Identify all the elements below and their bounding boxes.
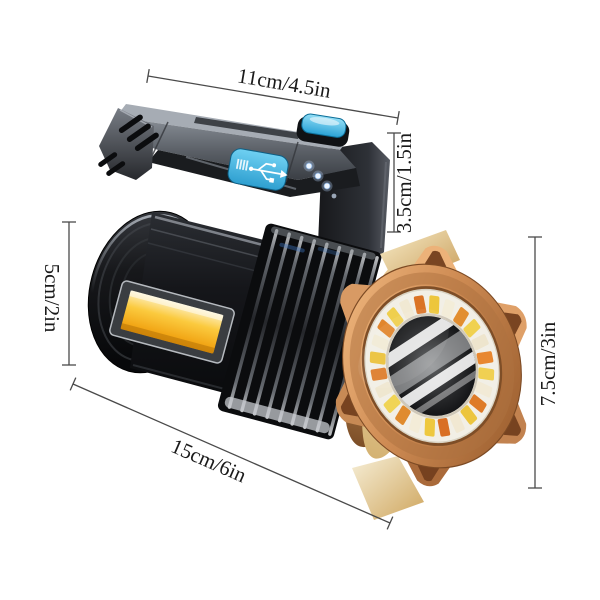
power-button [296,113,350,147]
handle-front-face [108,117,356,180]
handle-grip [98,108,159,180]
flashlight-illustration [87,104,537,520]
cob-side-light [109,280,235,364]
dimension-line-body-length [69,377,394,530]
dimension-line-handle-length [146,68,400,126]
grip-vent-slots [98,114,159,176]
dimension-label-handle-height: 3.5cm/1.5in [392,132,416,233]
battery-indicator-leds [303,160,337,199]
usb-port-cover [227,148,289,191]
reflector-glare [376,305,488,427]
dimension-label-tail-diameter: 5cm/2in [40,264,64,333]
led-segment [424,417,436,437]
led-segment [476,350,494,365]
dimension-label-head-diameter: 7.5cm/3in [536,321,560,406]
dimension-line-tail-diameter [62,221,76,366]
dimension-label-body-length: 15cm/6in [168,434,251,488]
usb-icon [235,158,288,183]
flashlight-head [326,242,537,490]
handle-top-trim [194,117,300,139]
led-segment [478,367,495,381]
dimension-label-handle-length: 11cm/4.5in [236,63,333,102]
dimension-line-head-diameter [528,236,542,489]
dimension-line-handle-height [387,132,401,233]
